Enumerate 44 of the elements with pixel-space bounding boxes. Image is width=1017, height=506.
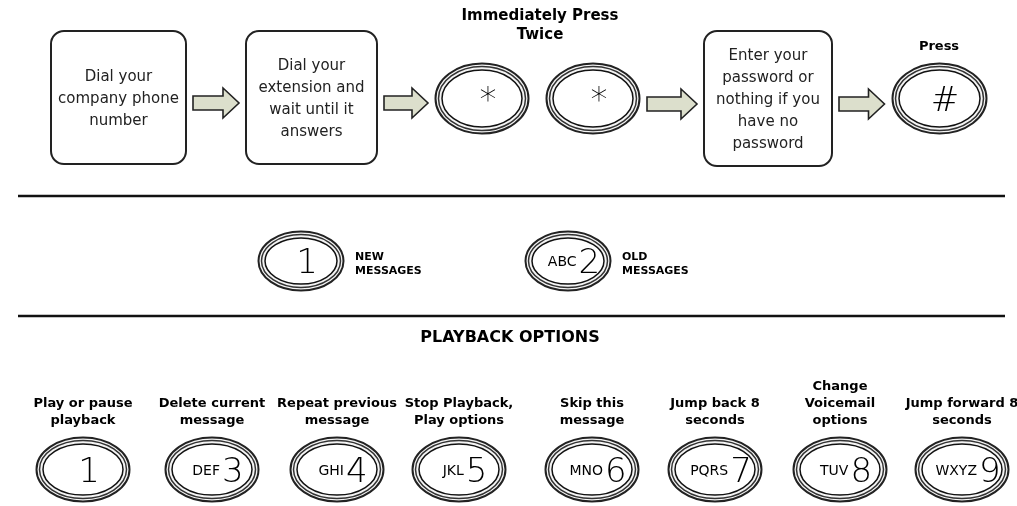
key-caption: Skip this message [558, 394, 626, 428]
key-caption: Jump back 8 seconds [668, 394, 761, 428]
key-caption: Play or pause playback [32, 394, 134, 428]
key-digit: 1 [296, 244, 318, 278]
key-digit: 7 [730, 452, 752, 487]
key-letters: DEF [192, 462, 220, 477]
key-digit: 2 [578, 244, 601, 278]
key-letters: MNO [569, 462, 603, 477]
step-box [703, 30, 833, 167]
key-digit: 8 [850, 452, 872, 487]
key-caption: Delete current message [157, 394, 267, 428]
key-letters: WXYZ [935, 462, 977, 477]
section-heading: PLAYBACK OPTIONS [419, 327, 601, 347]
key-letters: GHI [318, 462, 344, 477]
key-digit: * [590, 81, 608, 116]
arrow [383, 86, 430, 120]
arrow [838, 87, 886, 121]
key-digit: 3 [222, 452, 244, 487]
key-digit: 1 [78, 452, 100, 487]
step-text: Enter your password or nothing if you have no password [715, 44, 821, 154]
key-letters: PQRS [690, 462, 729, 477]
key-caption: Stop Playback, Play options [403, 394, 515, 428]
step-text: Dial your extension and wait until it answers [257, 54, 366, 142]
arrow [192, 86, 241, 120]
key-caption: Press [918, 37, 960, 54]
step-caption: Immediately Press Twice [460, 6, 620, 44]
key-caption: Jump forward 8 seconds [904, 394, 1017, 428]
key-caption: NEW MESSAGES [355, 250, 423, 278]
key-caption: OLD MESSAGES [622, 250, 690, 278]
step-text: Dial your company phone number [57, 65, 180, 131]
key-digit: 4 [345, 452, 368, 487]
key-digit: 6 [604, 452, 627, 487]
key-caption: Repeat previous message [277, 394, 397, 428]
key-caption: Change Voicemail options [803, 377, 877, 428]
key-letters: JKL [442, 462, 464, 477]
arrow [646, 87, 699, 121]
key-digit: 9 [978, 452, 1001, 487]
step-box [245, 30, 378, 165]
key-letters: TUV [820, 462, 849, 477]
key-letters: ABC [547, 254, 577, 268]
key-digit: 5 [465, 452, 488, 487]
step-box [50, 30, 187, 165]
key-digit: * [479, 81, 497, 116]
key-digit: # [930, 81, 960, 116]
